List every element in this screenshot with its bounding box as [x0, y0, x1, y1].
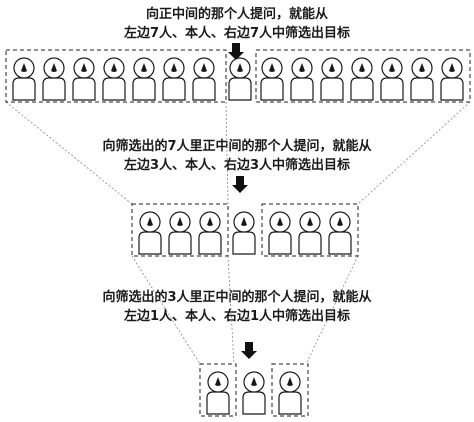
right-group-box-row3 [271, 363, 309, 417]
left-group-box-row2 [131, 203, 229, 257]
right-group-box-row1 [255, 49, 471, 103]
down-arrow-icon [232, 176, 248, 193]
person-right [328, 211, 352, 255]
person-left [132, 57, 156, 101]
person-center [228, 57, 252, 101]
step1-caption-line1: 向正中间的那个人提问，就能从 [146, 6, 328, 22]
row3-people [206, 371, 302, 415]
person-left [102, 57, 126, 101]
step3-caption-line2: 左边1人、本人、右边1人中筛选出目标 [124, 308, 350, 324]
person-right [290, 57, 314, 101]
person-right [380, 57, 404, 101]
arrows [228, 43, 257, 359]
person-right [278, 371, 302, 415]
row1-people [12, 57, 464, 101]
person-right [440, 57, 464, 101]
person-center [232, 211, 256, 255]
person-right [320, 57, 344, 101]
person-right [298, 211, 322, 255]
person-right [350, 57, 374, 101]
down-arrow-icon [228, 43, 244, 60]
funnel-lines [5, 101, 471, 365]
person-right [260, 57, 284, 101]
person-left [198, 211, 222, 255]
right-group-box-row2 [261, 203, 359, 257]
person-left [206, 371, 230, 415]
person-left [168, 211, 192, 255]
person-left [192, 57, 216, 101]
person-left [42, 57, 66, 101]
down-arrow-icon [241, 342, 257, 359]
step1-caption-line2: 左边7人、本人、右边7人中筛选出目标 [124, 25, 350, 41]
person-center [242, 371, 266, 415]
step2-caption-line2: 左边3人、本人、右边3人中筛选出目标 [124, 157, 350, 173]
person-left [138, 211, 162, 255]
step3-caption-line1: 向筛选出的3人里正中间的那个人提问，就能从 [102, 289, 371, 305]
person-right [268, 211, 292, 255]
left-group-box-row3 [199, 363, 237, 417]
person-left [72, 57, 96, 101]
row2-people [138, 211, 352, 255]
person-left [12, 57, 36, 101]
person-right [410, 57, 434, 101]
step2-caption-line1: 向筛选出的7人里正中间的那个人提问，就能从 [102, 138, 371, 154]
person-left [162, 57, 186, 101]
left-group-box-row1 [5, 49, 227, 103]
